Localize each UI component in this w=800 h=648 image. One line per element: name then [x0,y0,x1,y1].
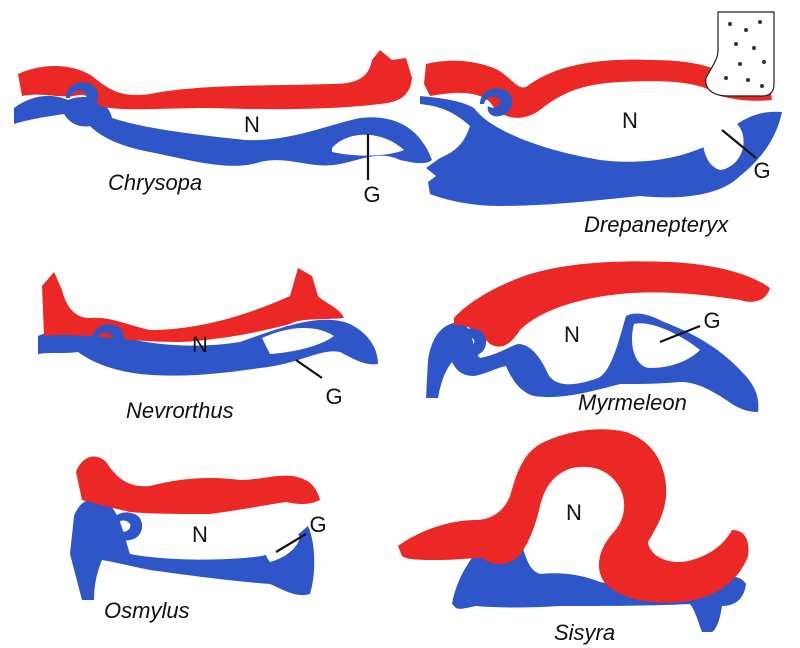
species-caption: Chrysopa [108,170,202,195]
nerve-label: N [622,108,638,133]
species-caption: Drepanepteryx [584,212,729,237]
nerve-label: N [244,112,260,137]
gland-label: G [309,512,326,537]
species-caption: Myrmeleon [578,390,687,415]
nerve-label: N [192,332,208,357]
panel-myrmeleon: N G Myrmeleon [426,261,770,415]
gland-label: G [703,308,720,333]
gland-label: G [325,384,342,409]
species-caption: Nevrorthus [126,398,234,423]
gland-label: G [363,182,380,207]
dorsal-sclerite [454,261,770,346]
panel-nevrorthus: N G Nevrorthus [38,268,378,423]
panel-drepanepteryx: N G Drepanepteryx [420,12,782,237]
gland-label: G [753,158,770,183]
nerve-label: N [564,322,580,347]
bone-inset [706,12,774,96]
nerve-label: N [566,500,582,525]
nerve-label: N [192,522,208,547]
panel-osmylus: N G Osmylus [70,457,327,623]
dorsal-sclerite [76,457,320,514]
panel-chrysopa: N G Chrysopa [14,50,432,207]
species-caption: Osmylus [104,598,190,623]
gland-leader-line [296,360,322,378]
species-caption: Sisyra [554,620,615,645]
panel-sisyra: N Sisyra [398,429,748,645]
